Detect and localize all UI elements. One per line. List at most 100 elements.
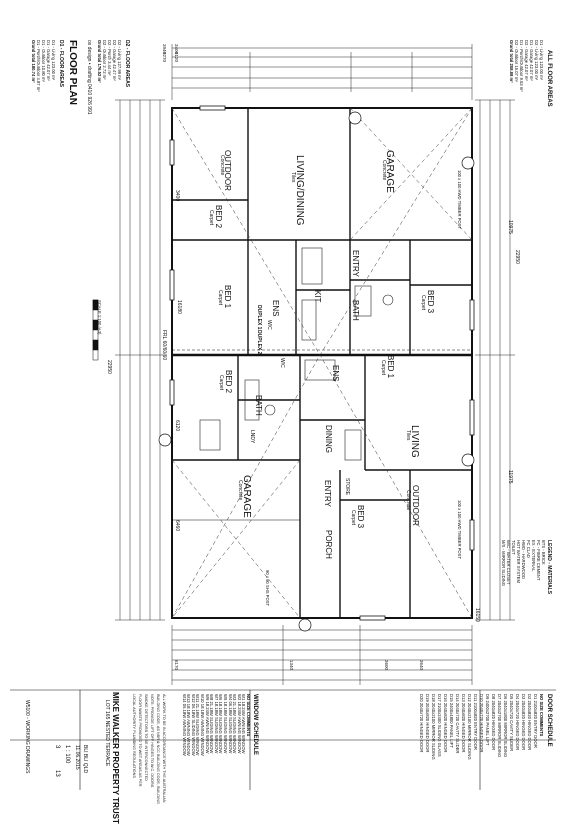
door-schedule-header-row: NO SIZE COMMENTS [539,694,544,737]
room-bed2-top: BED 2 [214,205,223,229]
legend-row: M/S - MIRROR SLIDING [501,540,506,587]
project-location: BLI BLI QLD [82,745,88,774]
room-entry-top: ENTRY [351,250,360,277]
room-bath-mid: BATH [254,395,263,416]
room-bed3-bottom: BED 3 [356,505,365,529]
room-bed3-top-note: Carpet [420,295,426,311]
all-area-total: Grand total 208.88 m² [509,40,514,83]
dim-top-seg: 6460 [174,520,180,532]
section-markers [158,111,475,632]
room-bed2-top-note: Carpet [208,210,214,226]
note-line: SMOKE DETECTORS TO BE INTERCONNECTED [144,694,148,781]
door-schedule-row: D5 2040x720 CAVITY SLIDER [509,694,514,752]
duplex-1-walls [172,108,472,355]
all-area-row: D1 - Living 123.00 m² [539,40,544,81]
drawing-scale: 1 : 100 [64,745,70,764]
right-dimension-lines [475,99,515,621]
top-dimension-lines [171,44,473,100]
door-schedule-row: D18 2040x2100 MIRROR SLIDING [431,694,436,760]
sheet-total: 13 [54,770,60,777]
door-schedule-row: D4 2040x720 HINGED DOOR [515,694,520,751]
d1-areas-title: D1 - FLOOR AREAS [58,40,64,88]
d1-area-row: D1 - Living 123.00 m² [51,40,56,81]
door-schedule-row: D15 2400x4800 PANEL LIFT [449,694,454,748]
all-areas-title: ALL FLOOR AREAS [546,50,552,107]
dim-top-seg: 3400 [174,190,180,202]
all-area-row: D2 - Living 123.00 m² [534,40,539,81]
room-living-dining-top-note: Tiles [290,172,296,183]
door-schedule-row: D8 2040x820 HINGED DOOR [491,694,496,751]
floor-plan-drawing [10,44,556,790]
room-entry-bottom: ENTRY [323,480,332,507]
room-ens-mid: ENS [331,365,340,382]
room-outdoor-bottom-note: Concrete [405,490,411,511]
bottom-dimension-lines [171,625,473,685]
sheet-number: 3 [54,745,60,749]
note-line: ALL WORK TO BE IN ACCORDANCE WITH THE AU… [162,694,166,803]
room-bed1-top: BED 1 [223,285,232,309]
sheet-title: FLOOR PLAN [67,40,78,105]
legend-row: BTS - BRICK [541,540,546,565]
scale-bar-label: SCALE 1:100 (A3) [97,300,102,335]
legend-row: TOILET [511,540,516,555]
note-line: LOCAL AUTHORITY PLUMBING REGULATIONS [132,694,136,778]
window-schedule-row: W12 06.18W SLIDING WINDOW [190,694,196,756]
room-outdoor-bottom: OUTDOOR [411,485,420,526]
room-garage-bottom-note: Concrete [237,480,243,501]
dim-right-overall: 22950 [514,250,520,264]
room-bed3-bottom-note: Carpet [350,510,356,526]
d2-area-total: Grand total 176.52 m² [97,40,102,83]
door-schedule-row: D19 2040x820 HINGED DOOR [425,694,430,753]
door-schedule-row: D6 2040x1800 MIRROR SLIDING [503,694,508,758]
note-line: BUILDING CODE, AS NBR & NCC BUILDING COD… [156,694,160,804]
note-line: NOTE: PROVIDE LIFT OFF HINGES TO W.C. DO… [150,694,154,788]
note-shs-post: 90 x 90 SHS POST [265,570,270,607]
room-bed1-mid-note: Carpet [380,360,386,376]
room-dining: DINING [324,425,333,453]
door-schedule-row: D2 2040x820 HINGED DOOR [527,694,532,751]
fixtures [199,247,394,461]
all-area-row: D1 - Garage 42.07 m² [529,40,534,81]
door-schedule-row: D16 2040x820 HINGED DOOR [443,694,448,753]
legend-row: FC CLAD [526,540,531,558]
left-dimension-lines [115,99,165,621]
note-line: FLOOR WASTE PROVIDED TO WET AREAS AS PER [138,694,142,787]
d2-area-row: D2 - Outdoor 2.72 m² [102,40,107,80]
room-bed2-mid: BED 2 [224,370,233,394]
legend-row: EX - EXTERNAL [531,540,536,572]
door-schedule-row: D3 2040x820 HINGED DOOR [521,694,526,751]
door-schedule-row: D9 2400x2700 PANEL LIFT [485,694,490,746]
door-schedule-row: D11 2100x820 ENTRY DOOR [473,694,478,750]
designer-credit: ox design • drafting 0410 926 991 [86,40,92,115]
window-marks [169,105,475,621]
room-living-bottom-note: Tiles [405,430,411,441]
d2-area-row: D2 - Living 127.99 m² [117,40,122,81]
label-duplex-2: DUPLEX 2 [256,330,262,355]
window-schedule-row: W1 18.24W AWNING WINDOW [241,694,247,754]
all-area-row: D1 - Porch/Outdoor 9.53 m² [519,40,524,92]
dim-right-seg: 11975 [507,470,513,484]
room-wc-mid: W/C [279,358,285,368]
window-schedule-row: W5 18.18W SLIDING WINDOW [223,694,228,754]
legend-row: HOT WATER SYSTEM [516,540,521,583]
duplex-2-walls [172,355,472,618]
dim-bottom-overall: 16150 [474,608,480,622]
all-area-row: D2 - Outdoor 15.07 m² [514,40,519,82]
label-fire-wall: FRL 60/60/60 [161,330,167,361]
room-living-dining-top: LIVING/DINING [294,155,305,226]
label-duplex-1: DUPLEX 1 [256,305,262,330]
window-schedule-row: W6 18.18W SLIDING WINDOW [218,694,224,754]
room-store: STORE [344,478,350,496]
note-post-bottom: 100 x 100 HWD TIMBER POST [457,500,462,560]
project-date: 11.06.2015 [74,745,80,770]
door-schedule-row: D7 2040x2700 MIRROR SLIDING [497,694,502,758]
d2-area-row: D2 - Garage 42.47 m² [112,40,117,81]
window-schedule-row: W2 18.24W AWNING WINDOW [236,694,242,754]
room-garage-top-note: Concrete [381,160,387,181]
room-wc-top: W/C [266,320,272,330]
door-schedule-row: D13 2040x820 HINGED DOOR [461,694,466,753]
legend-row: FC - FIBRE CEMENT [536,540,541,581]
d2-area-row: D2 - Porch 3.44 m² [107,40,112,76]
